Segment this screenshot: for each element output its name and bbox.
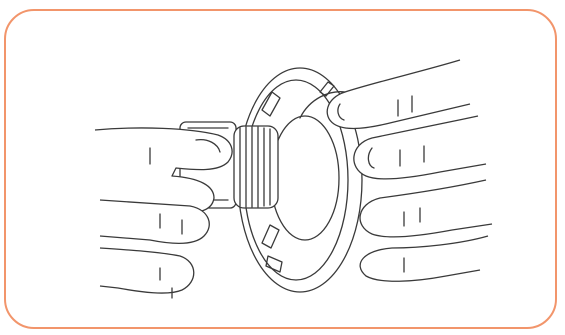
left-hand [95, 128, 232, 298]
